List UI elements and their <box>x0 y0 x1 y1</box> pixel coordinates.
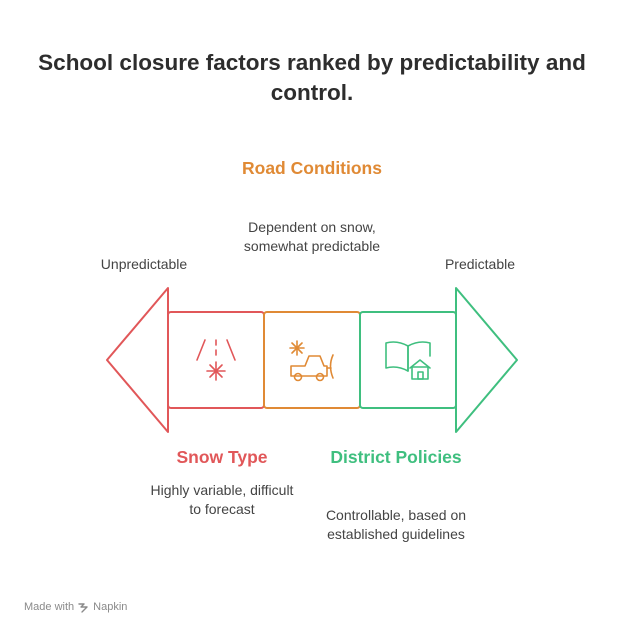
right-arrow-head <box>455 287 518 433</box>
factor-title-snow-type: Snow Type <box>176 447 268 467</box>
footer-credit: Made with Napkin <box>24 601 127 613</box>
footer-brand: Napkin <box>93 601 128 613</box>
footer-text: Made with <box>24 601 75 613</box>
factor-desc-road-conditions: Dependent on snow, somewhat predictable <box>243 219 381 254</box>
factor-title-district-policies: District Policies <box>330 447 462 467</box>
snow-plow-icon <box>289 340 334 382</box>
segment-road-conditions <box>263 311 361 409</box>
factor-desc-district-policies: Controllable, based on established guide… <box>325 507 467 542</box>
factor-title-road-conditions: Road Conditions <box>242 158 382 178</box>
axis-label-right: Predictable <box>444 256 516 272</box>
napkin-logo-icon <box>78 602 88 613</box>
factor-desc-snow-type: Highly variable, difficult to forecast <box>150 482 294 517</box>
segment-snow-type <box>167 311 265 409</box>
book-house-icon <box>385 341 431 380</box>
snowflake-lines-icon <box>196 339 236 381</box>
left-arrow-head <box>106 287 169 433</box>
page-title: School closure factors ranked by predict… <box>38 50 586 105</box>
axis-label-left: Unpredictable <box>100 256 188 272</box>
